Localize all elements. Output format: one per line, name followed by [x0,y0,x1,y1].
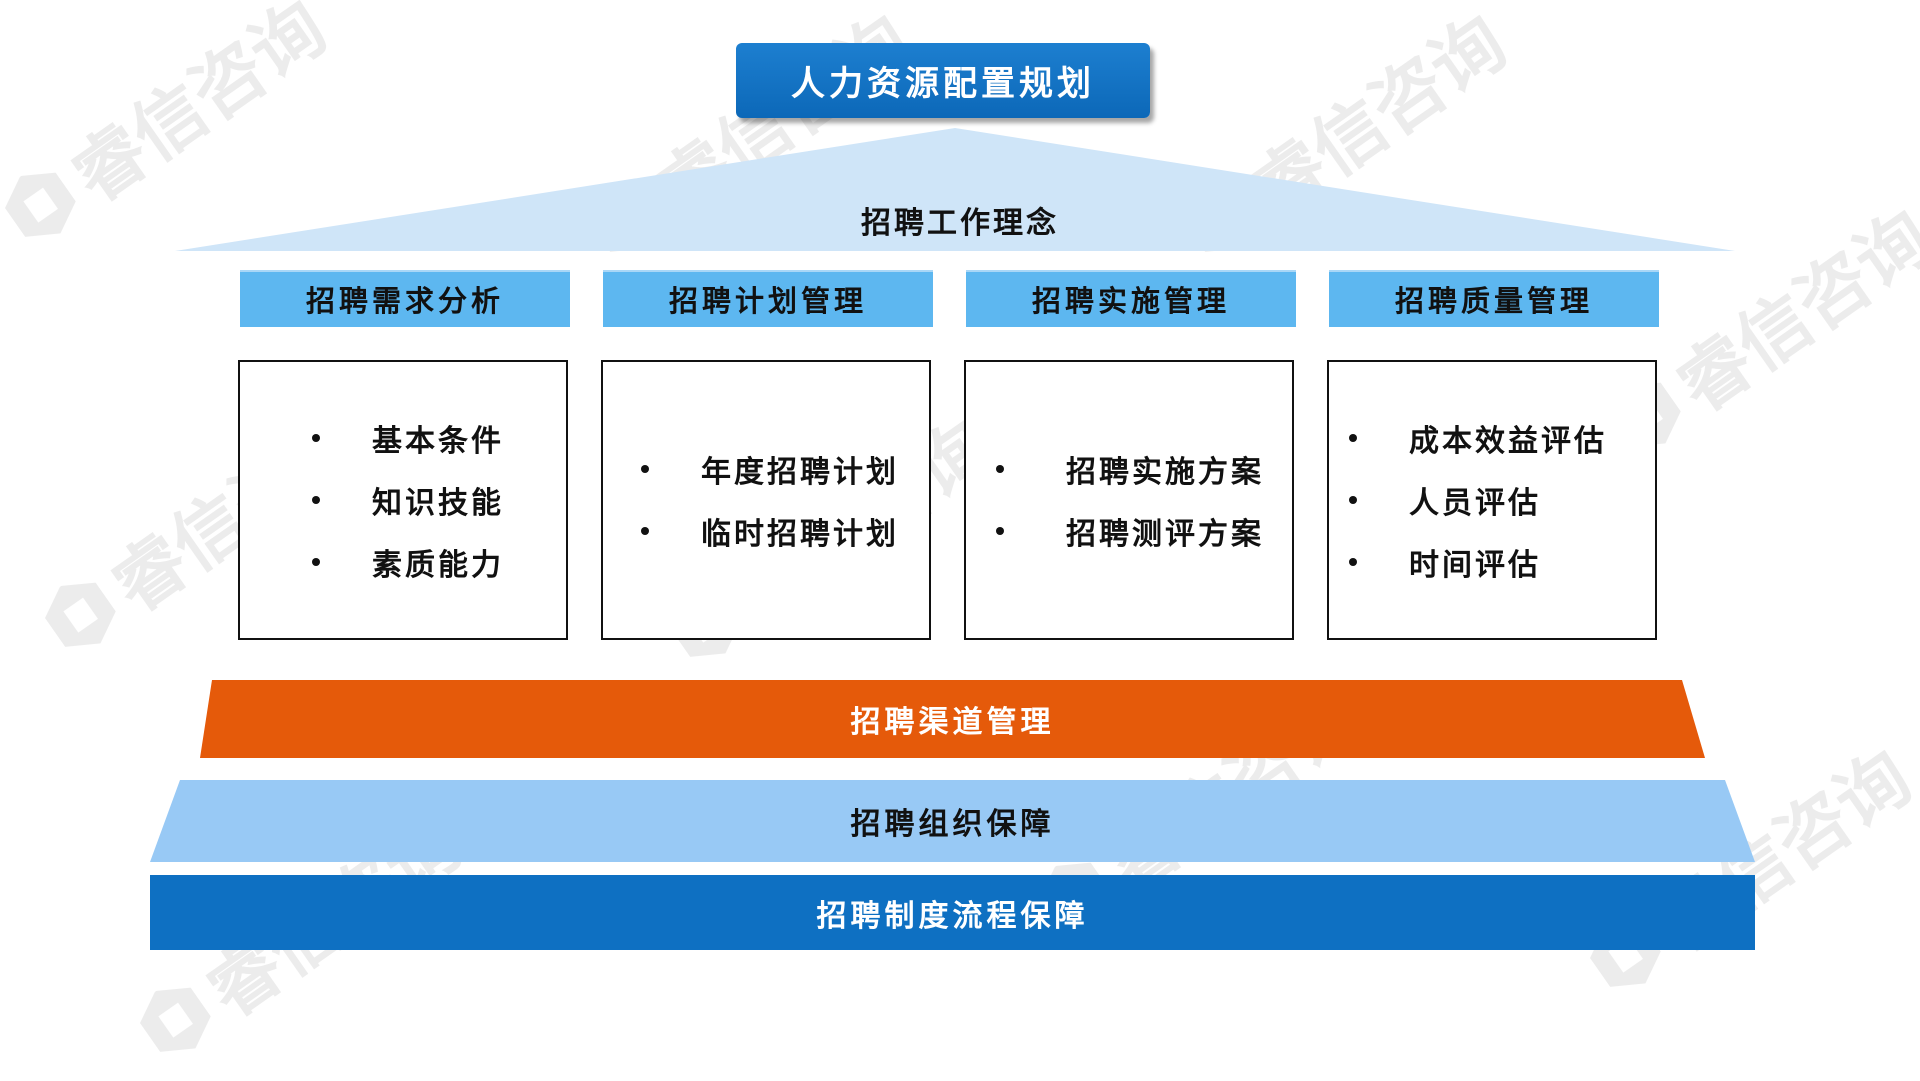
watermark: 睿信咨询 [0,0,343,266]
bullet-icon [312,496,320,504]
watermark-logo-icon [35,568,126,661]
diagram-title: 人力资源配置规划 [736,43,1150,118]
list-item: 基本条件 [240,407,566,469]
bullet-icon [1349,558,1357,566]
bullet-icon [1349,434,1357,442]
bullet-icon [641,527,649,535]
column-box-plan-management: 年度招聘计划 临时招聘计划 [601,360,931,640]
list-item: 人员评估 [1329,469,1655,531]
column-header-implementation-management: 招聘实施管理 [966,270,1296,327]
watermark-logo-icon [0,158,86,251]
list-item: 招聘实施方案 [966,438,1292,500]
watermark-logo-icon [130,973,221,1066]
watermark: 睿信咨询 [1570,721,1920,1016]
list-item: 时间评估 [1329,531,1655,593]
list-item: 招聘测评方案 [966,500,1292,562]
band-system-process-support: 招聘制度流程保障 [150,875,1755,950]
bullet-icon [996,465,1004,473]
bullet-icon [996,527,1004,535]
column-header-quality-management: 招聘质量管理 [1329,270,1659,327]
column-box-demand-analysis: 基本条件 知识技能 素质能力 [238,360,568,640]
list-item: 成本效益评估 [1329,407,1655,469]
column-header-demand-analysis: 招聘需求分析 [240,270,570,327]
roof-label: 招聘工作理念 [861,206,1059,241]
bullet-icon [312,434,320,442]
band-organization-support: 招聘组织保障 [150,780,1755,862]
bullet-icon [1349,496,1357,504]
column-header-plan-management: 招聘计划管理 [603,270,933,327]
list-item: 临时招聘计划 [603,500,929,562]
list-item: 知识技能 [240,469,566,531]
column-box-implementation-management: 招聘实施方案 招聘测评方案 [964,360,1294,640]
list-item: 年度招聘计划 [603,438,929,500]
column-box-quality-management: 成本效益评估 人员评估 时间评估 [1327,360,1657,640]
bullet-icon [641,465,649,473]
band-channel-management: 招聘渠道管理 [200,680,1705,758]
bullet-icon [312,558,320,566]
list-item: 素质能力 [240,531,566,593]
